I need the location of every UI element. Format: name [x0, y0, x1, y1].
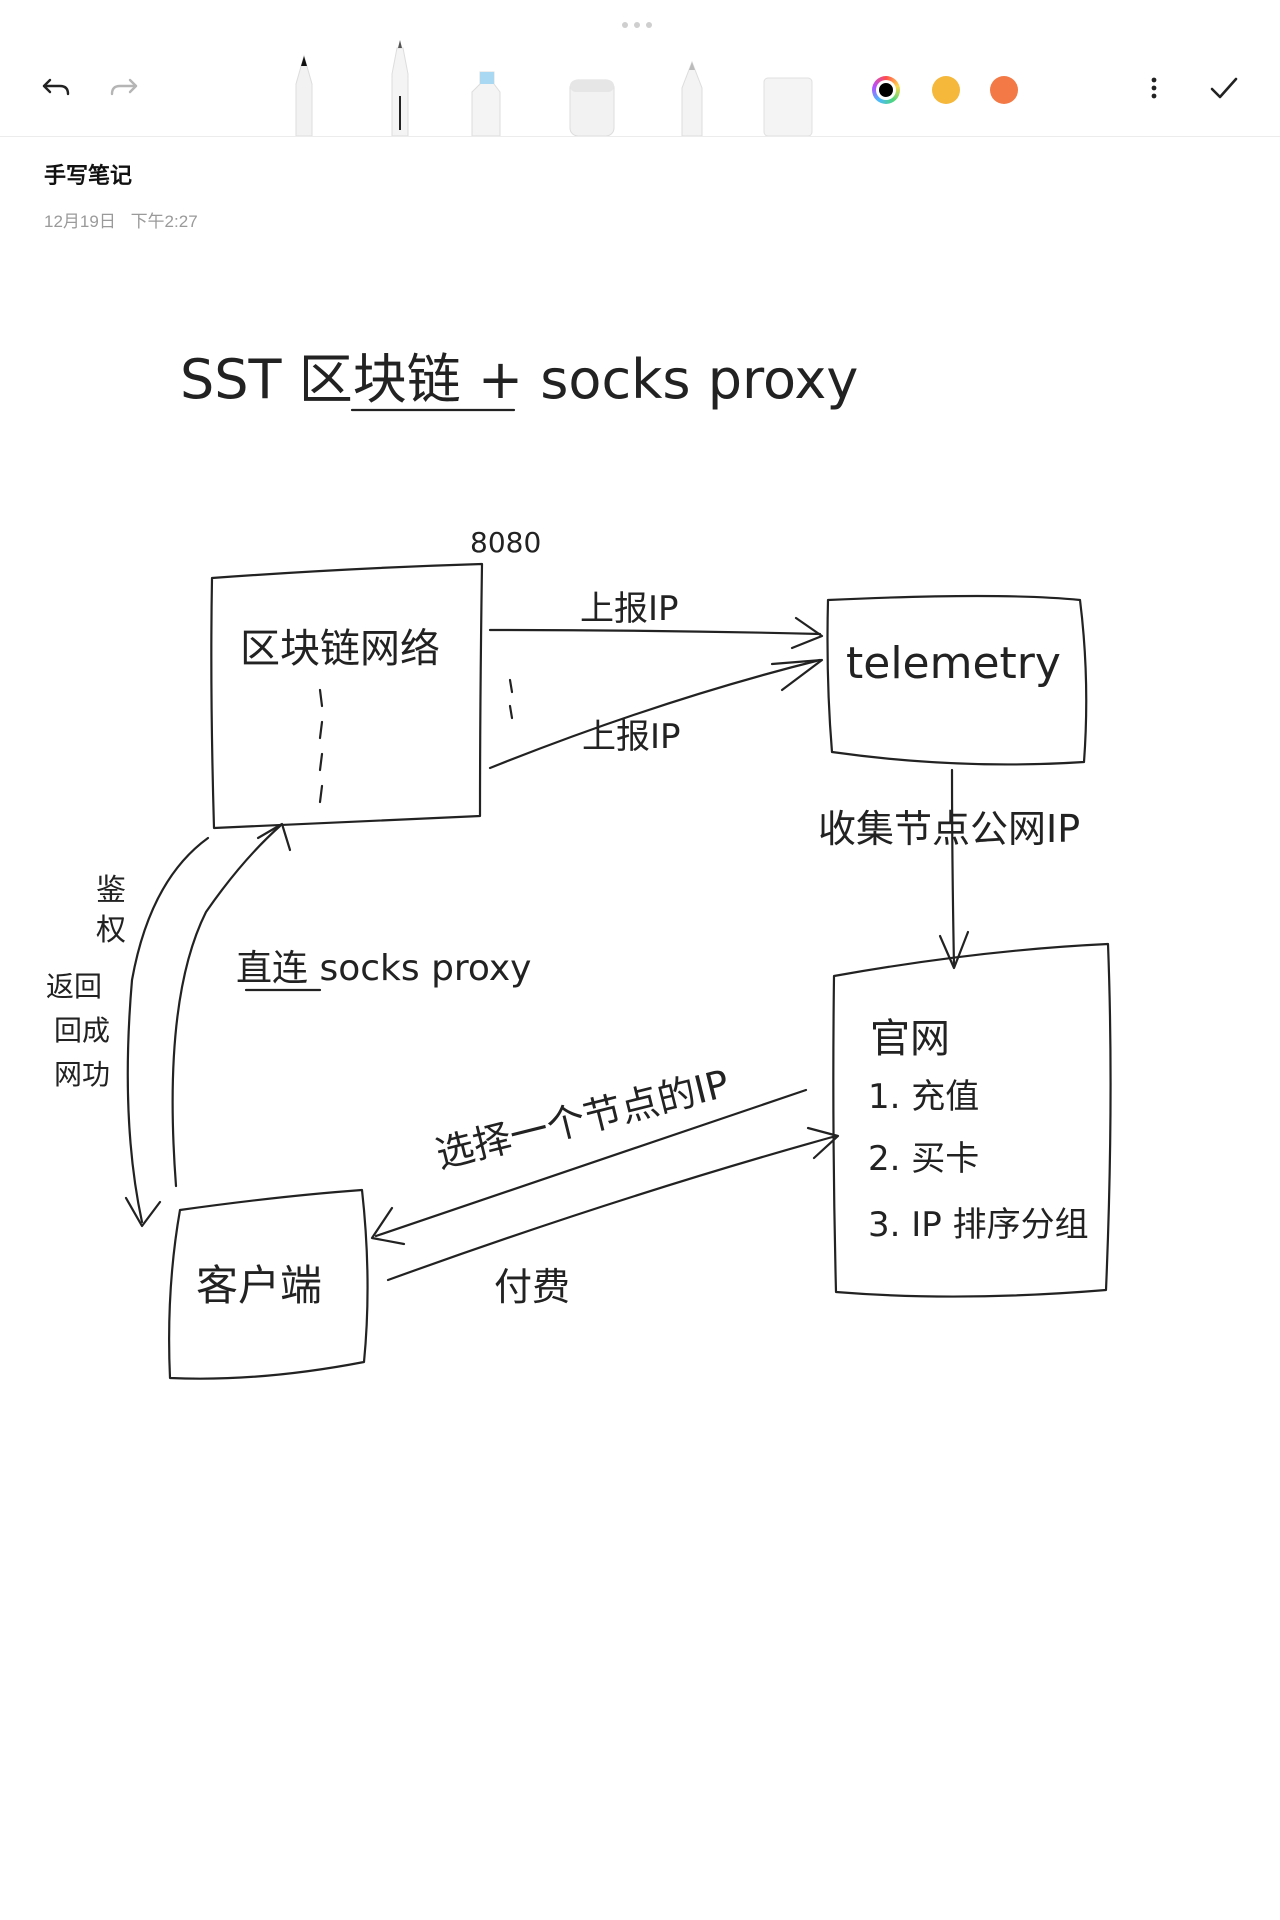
eraser-icon: [569, 79, 615, 137]
color-swatch-yellow[interactable]: [932, 76, 960, 104]
network-box-dots: [318, 688, 324, 804]
more-vertical-icon: [1151, 77, 1157, 99]
arrow-direct-socks: [171, 824, 282, 1188]
port-label: 8080: [470, 526, 541, 559]
eraser-tool[interactable]: [568, 76, 616, 137]
fountain-pen-tool[interactable]: [384, 40, 416, 137]
arrow-auth-label-5: 网功: [54, 1058, 110, 1091]
arrow-report-ip-2: [488, 658, 822, 770]
color-swatch-orange[interactable]: [990, 76, 1018, 104]
sketch-heading: SST 区块链 + socks proxy: [180, 348, 858, 411]
between-arrows-dots: [508, 678, 514, 720]
arrow-auth-label-4: 回成: [54, 1014, 110, 1047]
lasso-tool[interactable]: [762, 76, 814, 137]
client-box: [168, 1188, 369, 1380]
arrow-collect-ip-head: [938, 930, 970, 970]
official-site-title: 官网: [870, 1016, 950, 1062]
more-options-button[interactable]: [1134, 68, 1174, 108]
color-picker-black[interactable]: [872, 76, 900, 104]
arrow-auth-label-1: 鉴: [96, 873, 126, 908]
arrow-pay-label: 付费: [494, 1265, 570, 1309]
check-icon: [1210, 77, 1238, 99]
marker-icon: [681, 60, 703, 137]
window-drag-handle[interactable]: [622, 22, 652, 28]
arrow-auth-return: [126, 836, 210, 1224]
official-site-box: [832, 942, 1112, 1298]
arrow-direct-socks-label: 直连 socks proxy: [236, 948, 531, 989]
network-box: [210, 562, 484, 830]
arrow-collect-ip: [950, 768, 956, 968]
arrow-report-ip-2-label: 上报IP: [582, 717, 681, 757]
undo-button[interactable]: [36, 68, 76, 108]
arrow-direct-socks-head: [256, 822, 292, 852]
client-box-label: 客户端: [196, 1261, 322, 1310]
arrow-report-ip-2-head: [770, 658, 824, 692]
note-time: 下午2:27: [130, 212, 198, 231]
done-button[interactable]: [1204, 68, 1244, 108]
arrow-report-ip-1: [488, 628, 822, 636]
note-date: 12月19日: [44, 212, 116, 231]
telemetry-box: [826, 594, 1088, 766]
pencil-tool[interactable]: [288, 50, 320, 137]
official-item-3: 3. IP 排序分组: [868, 1205, 1089, 1245]
note-title[interactable]: 手写笔记: [44, 163, 133, 188]
pencil-icon: [295, 54, 313, 137]
arrow-auth-return-head: [124, 1196, 162, 1228]
arrow-pay: [386, 1134, 838, 1282]
arrow-auth-label-2: 权: [96, 913, 126, 948]
note-timestamp: 12月19日 下午2:27: [44, 207, 198, 232]
marker-tool[interactable]: [676, 58, 708, 137]
arrow-pay-head: [806, 1126, 840, 1160]
arrow-select-node-head: [370, 1206, 406, 1246]
lasso-icon: [763, 77, 813, 137]
redo-icon: [110, 78, 138, 96]
official-item-1: 1. 充值: [868, 1077, 979, 1117]
telemetry-box-label: telemetry: [846, 638, 1061, 689]
arrow-select-node-label: 选择一个节点的IP: [432, 1061, 734, 1176]
arrow-collect-ip-label: 收集节点公网IP: [818, 807, 1080, 851]
redo-button[interactable]: [104, 68, 144, 108]
arrow-report-ip-1-head: [790, 616, 824, 650]
arrow-auth-label-3: 返回: [46, 970, 102, 1003]
undo-icon: [42, 78, 70, 96]
official-item-2: 2. 买卡: [868, 1139, 979, 1179]
fountain-pen-icon: [391, 40, 409, 137]
highlighter-icon: [471, 71, 501, 137]
arrow-report-ip-1-label: 上报IP: [580, 589, 679, 629]
drawing-canvas[interactable]: SST 区块链 + socks proxy 8080 区块链网络 上报IP 上报…: [0, 240, 1280, 1920]
network-box-label: 区块链网络: [240, 626, 440, 672]
color-swatch-fill: [879, 83, 893, 97]
arrow-select-node: [374, 1088, 808, 1238]
highlighter-tool[interactable]: [466, 66, 506, 137]
toolbar: [0, 40, 1280, 137]
